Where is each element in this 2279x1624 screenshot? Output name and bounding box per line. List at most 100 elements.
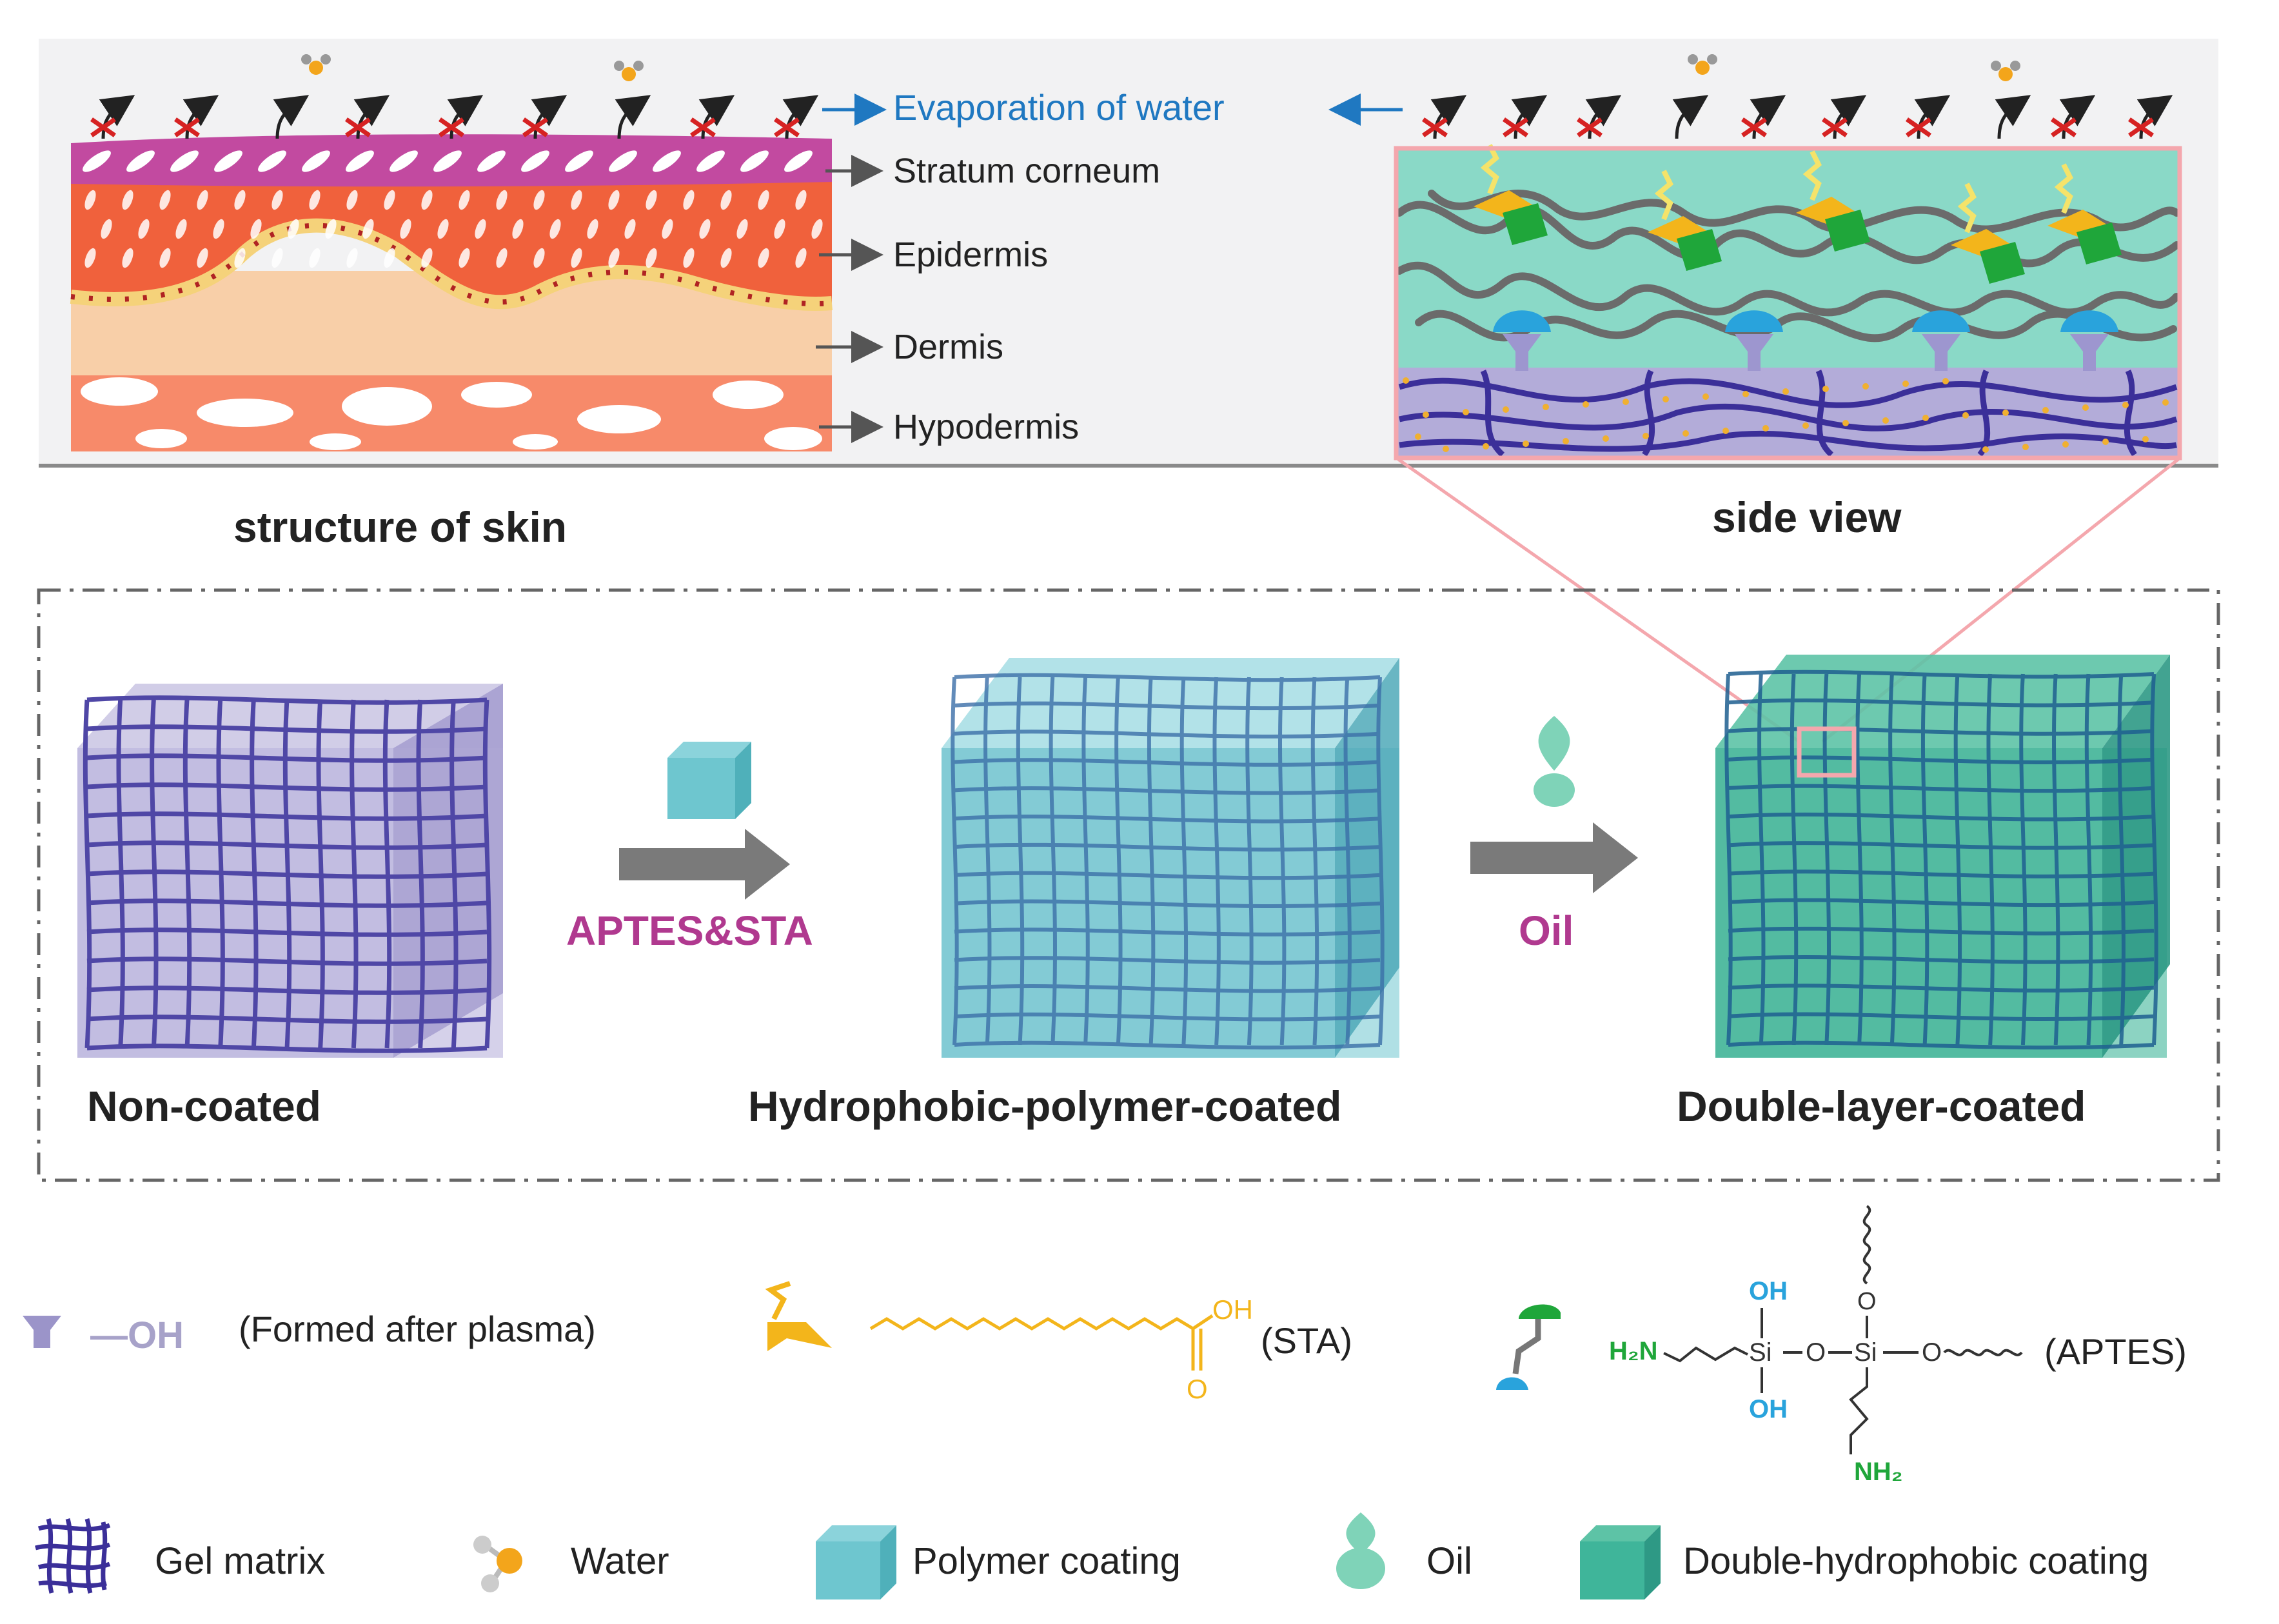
aptes-si2: Si	[1854, 1338, 1877, 1367]
water-marker	[273, 95, 310, 139]
water-molecule	[301, 54, 331, 75]
small-polymer-cube	[667, 758, 735, 819]
water-icon	[473, 1536, 522, 1592]
water-marker	[1503, 95, 1548, 139]
stratum-cells	[83, 150, 813, 172]
aptes-oh-bottom: OH	[1749, 1395, 1788, 1423]
water-marker	[174, 95, 219, 139]
water-marker	[1906, 95, 1951, 139]
layer-label-epidermis: Epidermis	[893, 235, 1048, 274]
water-marker	[522, 95, 567, 139]
cube2-mesh	[951, 673, 1385, 1050]
aptes-anchor	[1725, 310, 1783, 371]
sta-aptes-unit	[1648, 170, 1722, 271]
sta-name: (STA)	[1261, 1320, 1352, 1361]
oil-drop-icon	[1336, 1512, 1385, 1589]
aptes-h2n: H₂N	[1609, 1337, 1658, 1365]
water-marker	[690, 95, 735, 139]
double-coating-icon	[1580, 1525, 1661, 1599]
oh-anchor-icon	[23, 1316, 61, 1348]
sta-aptes-units	[1474, 144, 2122, 284]
sta-aptes-unit	[2047, 163, 2122, 264]
layer-label-hypodermis: Hypodermis	[893, 408, 1079, 446]
water-marker	[1577, 95, 1622, 139]
aptes-si1: Si	[1749, 1338, 1772, 1367]
water-marker	[1741, 95, 1786, 139]
cube1-mesh	[83, 695, 492, 1053]
oh-note: (Formed after plasma)	[239, 1309, 596, 1349]
water-marker	[439, 95, 484, 139]
stage-label-double-layer-coated: Double-layer-coated	[1677, 1082, 2086, 1130]
process-panel-border	[37, 588, 2220, 1182]
water-marker	[774, 95, 819, 139]
caption-structure-of-skin: structure of skin	[233, 503, 567, 551]
legend-water: Water	[571, 1540, 669, 1582]
layer-label-dermis: Dermis	[893, 328, 1003, 366]
basement-membrane-dots	[70, 223, 833, 306]
water-molecule	[1688, 54, 1717, 75]
sta-oh: OH	[1212, 1294, 1253, 1325]
aptes-nh2: NH₂	[1854, 1458, 1903, 1486]
legend-polymer-coating: Polymer coating	[913, 1540, 1181, 1582]
skin-structure	[70, 134, 833, 451]
chemistry-row: —OH (Formed after plasma) OH O (STA) H₂N…	[23, 1205, 2187, 1486]
sta-chain	[869, 1317, 1194, 1331]
step-label-2: Oil	[1519, 907, 1574, 954]
aptes-icon	[1496, 1304, 1561, 1390]
cube3-mesh	[1724, 669, 2158, 1050]
aptes-name: (APTES)	[2044, 1331, 2187, 1372]
aptes-anchor	[1493, 310, 1551, 371]
gel-matrix-icon	[35, 1518, 111, 1594]
caption-side-view: side view	[1712, 493, 1902, 541]
water-marker	[2051, 95, 2096, 139]
aptes-o3: O	[1922, 1338, 1942, 1367]
hypodermis-fat-cells	[81, 377, 822, 450]
stage-label-non-coated: Non-coated	[87, 1082, 321, 1130]
step-arrow-1	[619, 742, 790, 900]
oh-anchors	[1493, 310, 2118, 371]
sta-aptes-unit	[1474, 144, 1548, 245]
polymer-coating-icon	[816, 1525, 896, 1599]
sta-aptes-unit	[1951, 183, 2025, 284]
layer-label-stratum: Stratum corneum	[893, 152, 1160, 190]
legend-oil: Oil	[1426, 1540, 1472, 1582]
water-marker	[1995, 95, 2031, 139]
water-marker	[1672, 95, 1709, 139]
legend-gel-matrix: Gel matrix	[155, 1540, 325, 1582]
oh-symbol: —OH	[90, 1314, 184, 1356]
epidermis-cells	[84, 190, 823, 268]
small-oil-drop	[1538, 716, 1570, 771]
step-arrow-2	[1470, 716, 1638, 893]
layer-labels: Stratum corneum Epidermis Dermis Hypoder…	[816, 152, 1160, 446]
top-panel: Evaporation of water Stratum corneum Epi…	[39, 39, 2218, 744]
water-marker	[90, 95, 135, 139]
sta-aptes-unit	[1796, 150, 1870, 252]
aptes-oh-top: OH	[1749, 1277, 1788, 1305]
water-marker	[2128, 95, 2173, 139]
cube-double-layer-coated	[1715, 655, 2170, 1058]
water-molecule	[614, 61, 644, 81]
water-marker	[615, 95, 651, 139]
aptes-anchor	[2060, 310, 2118, 371]
legend-double-coating: Double-hydrophobic coating	[1683, 1540, 2149, 1582]
water-marker	[1422, 95, 1467, 139]
evaporation-markers	[90, 54, 2173, 139]
side-view-panel	[1394, 144, 2182, 460]
aptes-anchor	[1912, 310, 1970, 371]
side-view-frame	[1394, 146, 2182, 460]
sta-icon	[765, 1281, 832, 1351]
sta-o: O	[1187, 1374, 1208, 1404]
aptes-o2: O	[1857, 1288, 1877, 1315]
evaporation-label: Evaporation of water	[893, 87, 1225, 128]
step-label-1: APTES&STA	[566, 907, 813, 954]
aptes-o1: O	[1806, 1338, 1826, 1367]
cube-non-coated	[77, 684, 503, 1058]
gel-water-dots	[1403, 377, 2169, 453]
water-marker	[345, 95, 390, 139]
stage-label-hydrophobic-polymer-coated: Hydrophobic-polymer-coated	[748, 1082, 1341, 1130]
cube-hydrophobic-polymer-coated	[942, 658, 1399, 1058]
zoom-line-left	[1397, 457, 1801, 744]
zoom-selection-box	[1797, 726, 1857, 778]
legend: Gel matrix Water Polymer coating Oil Dou…	[35, 1512, 2149, 1599]
